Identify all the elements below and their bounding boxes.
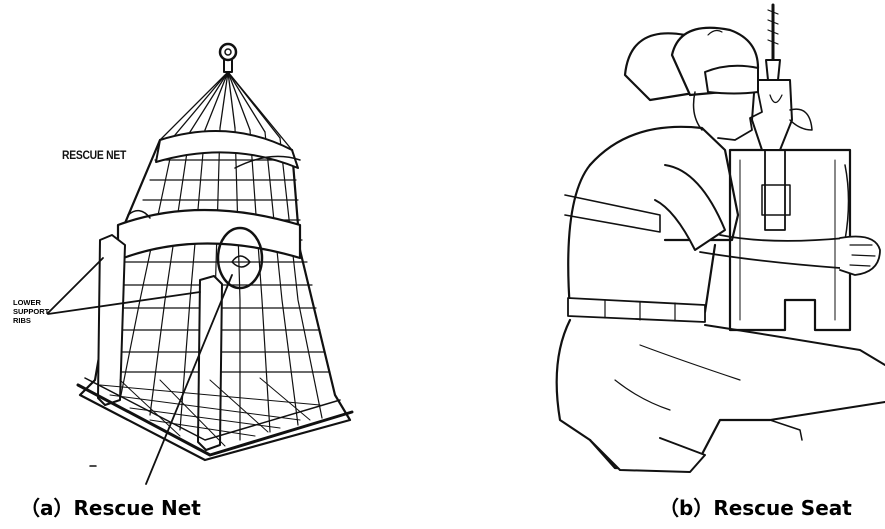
padded-ring	[118, 210, 300, 260]
support-rib-center	[198, 276, 222, 450]
rescue-net-illustration	[0, 0, 440, 529]
caption-rescue-net: （a）Rescue Net	[20, 492, 201, 521]
rescue-seat-panel: （b）Rescue Seat	[440, 0, 885, 529]
rescue-net-label: RESCUE NET	[62, 150, 126, 162]
lower-support-ribs-label-line2: SUPPORT	[13, 307, 49, 316]
support-rib-left	[98, 235, 125, 405]
caption-rescue-seat: （b）Rescue Seat	[659, 492, 852, 521]
rescue-net-panel: RESCUE NET LOWER SUPPORT RIBS （a）Rescue …	[0, 0, 440, 529]
goggles	[705, 66, 758, 94]
boot	[590, 438, 705, 472]
hoist-ring	[220, 44, 236, 60]
belt	[568, 298, 705, 322]
lower-support-ribs-label-line1: LOWER	[13, 298, 41, 307]
lower-support-ribs-label-line3: RIBS	[13, 316, 31, 325]
rescue-seat-illustration	[440, 0, 885, 529]
